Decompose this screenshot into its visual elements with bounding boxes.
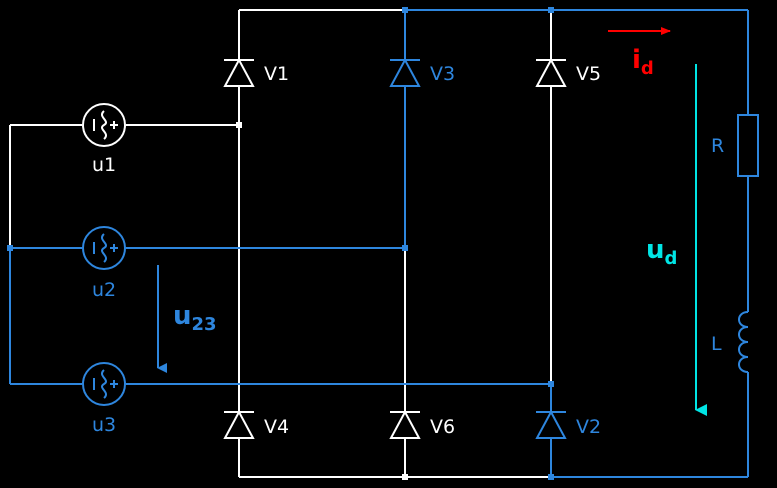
source-u2-label: u2 (92, 279, 116, 301)
diode-v3 (389, 57, 421, 87)
source-u3-label: u3 (92, 414, 116, 436)
diode-v2 (535, 409, 567, 439)
ac-source-u1-icon (82, 103, 126, 147)
diode-v6-label: V6 (430, 416, 455, 438)
ac-source-u2-icon (82, 226, 126, 270)
id-label: id (632, 45, 654, 79)
inductor-l-label: L (711, 333, 722, 355)
source-u1-label: u1 (92, 154, 116, 176)
u23-label: u23 (173, 301, 217, 335)
resistor-r (737, 114, 759, 177)
ac-source-u3-icon (82, 362, 126, 406)
diode-v2-label: V2 (576, 416, 601, 438)
resistor-r-label: R (711, 135, 724, 157)
junction-dots (7, 7, 554, 480)
diode-v1 (223, 57, 255, 87)
diode-v3-label: V3 (430, 63, 455, 85)
diode-v5 (535, 57, 567, 87)
diode-v5-label: V5 (576, 63, 601, 85)
inductor-l (738, 311, 749, 373)
diode-v1-label: V1 (264, 63, 289, 85)
diode-v4 (223, 409, 255, 439)
ud-label: ud (646, 235, 677, 269)
diode-v4-label: V4 (264, 416, 289, 438)
diode-v6 (389, 409, 421, 439)
